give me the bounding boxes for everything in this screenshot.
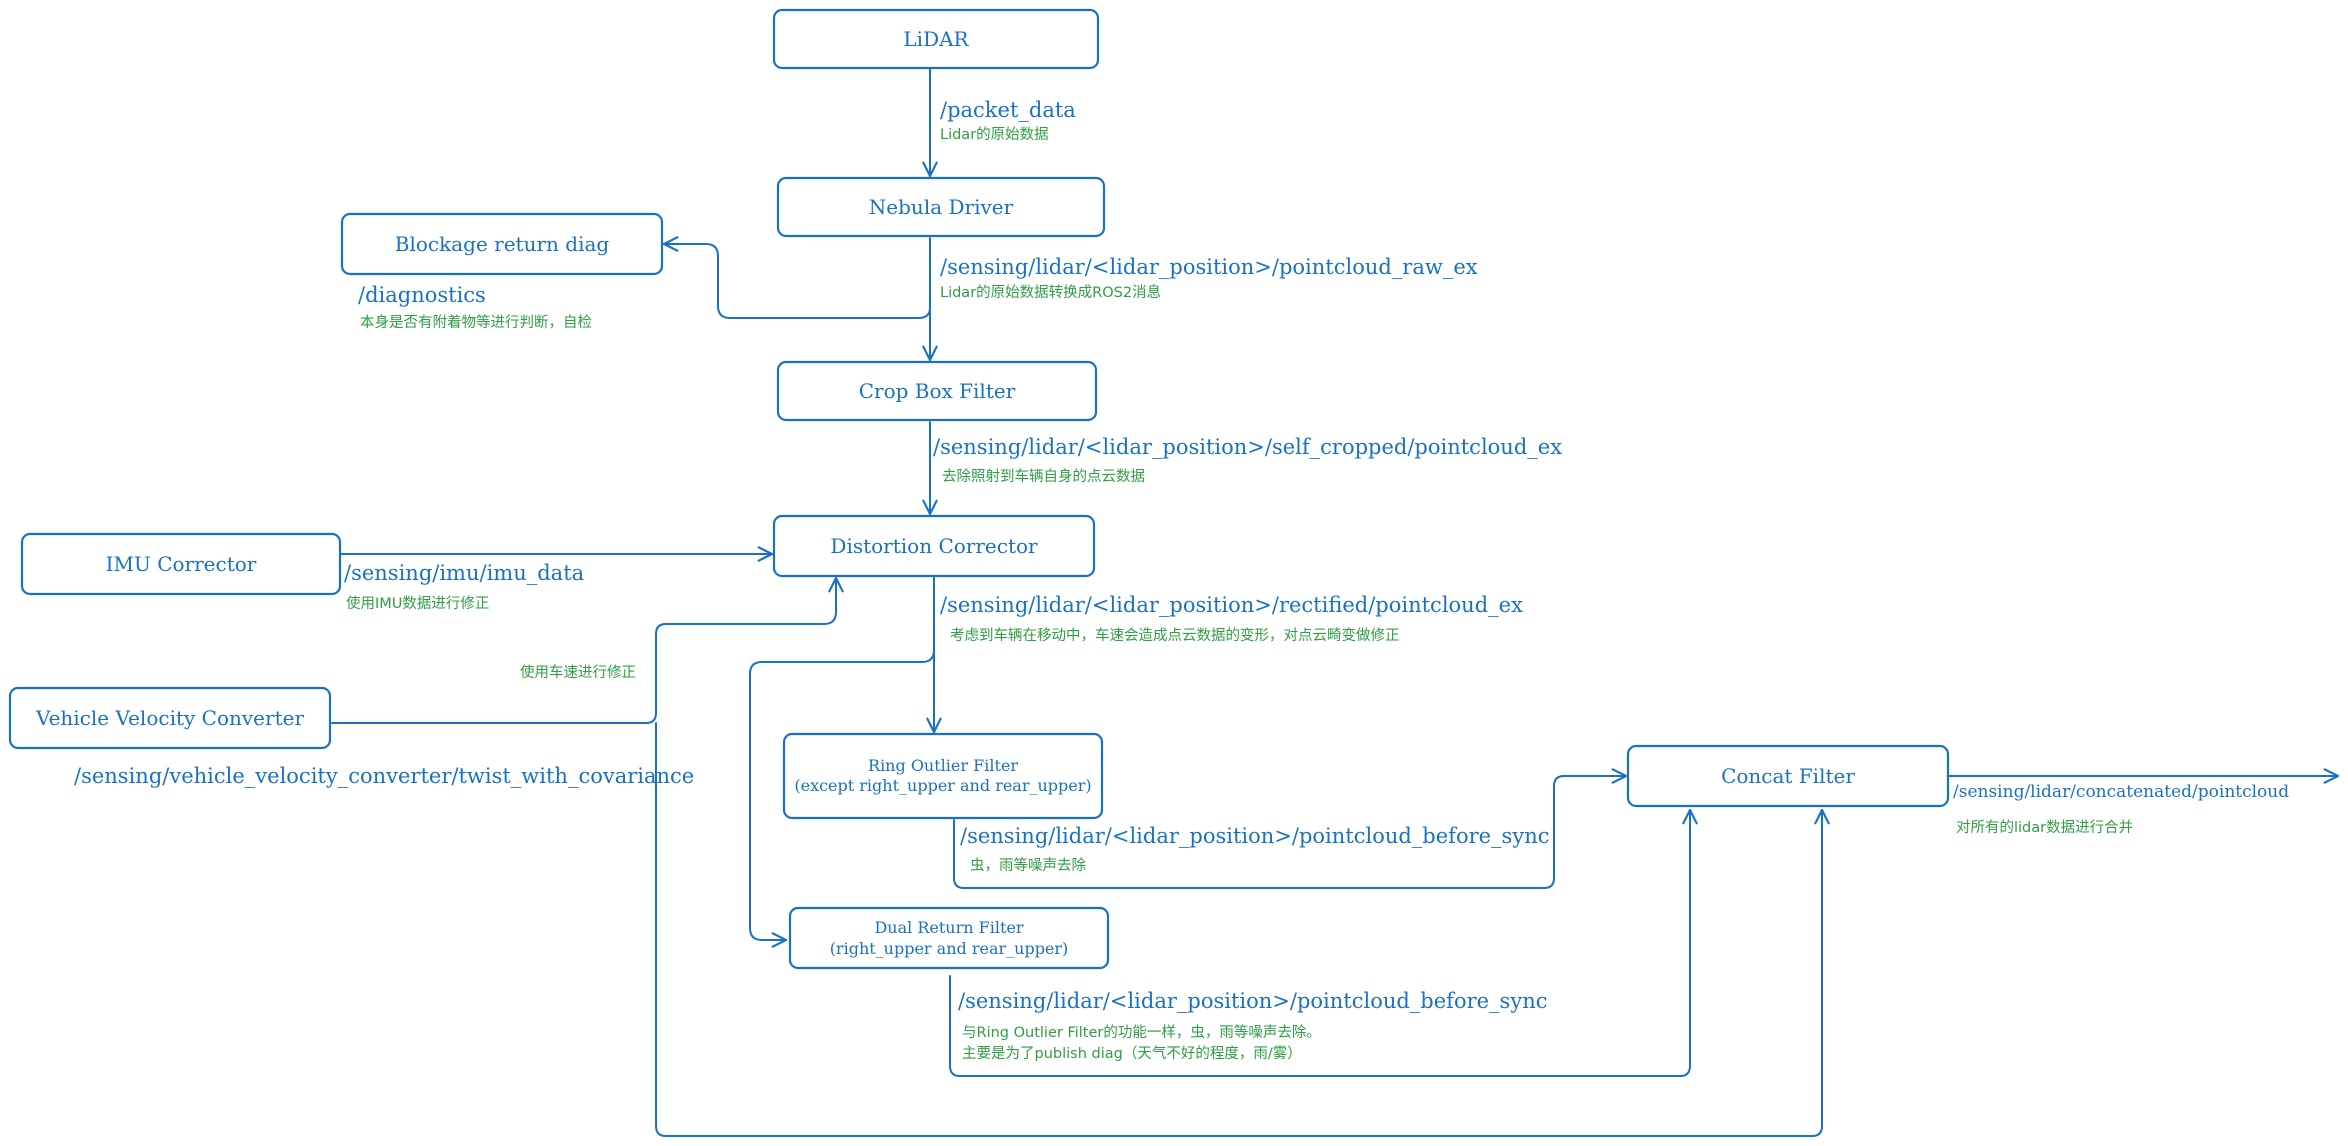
blockage-diag-label: Blockage return diag: [395, 232, 610, 256]
note-self-cropped: 去除照射到车辆自身的点云数据: [942, 468, 1145, 485]
imu-corrector-label: IMU Corrector: [106, 552, 257, 576]
note-pointcloud-raw-ex: Lidar的原始数据转换成ROS2消息: [940, 284, 1161, 301]
topic-concatenated: /sensing/lidar/concatenated/pointcloud: [1953, 782, 2289, 802]
distortion-corrector-label: Distortion Corrector: [830, 534, 1038, 558]
topic-self-cropped: /sensing/lidar/<lidar_position>/self_cro…: [933, 435, 1562, 459]
nebula-driver-label: Nebula Driver: [869, 195, 1014, 219]
edge-labels: /packet_data Lidar的原始数据 /sensing/lidar/<…: [74, 98, 2289, 1062]
dual-return-filter-node[interactable]: Dual Return Filter (right_upper and rear…: [788, 906, 1110, 970]
ring-outlier-filter-node[interactable]: Ring Outlier Filter (except right_upper …: [782, 732, 1104, 820]
concat-filter-label: Concat Filter: [1721, 764, 1855, 788]
blockage-diag-node[interactable]: Blockage return diag: [340, 212, 664, 276]
vehicle-velocity-converter-label: Vehicle Velocity Converter: [35, 706, 304, 730]
edge-velocity-to-distortion: [331, 576, 844, 724]
topic-diagnostics: /diagnostics: [358, 283, 486, 307]
note-before-sync-ring: 虫，雨等噪声去除: [970, 856, 1086, 874]
concat-filter-node[interactable]: Concat Filter: [1626, 744, 1950, 808]
distortion-corrector-node[interactable]: Distortion Corrector: [772, 514, 1096, 578]
note-diagnostics: 本身是否有附着物等进行判断，自检: [360, 313, 592, 331]
note-twist: 使用车速进行修正: [520, 664, 636, 681]
note-rectified: 考虑到车辆在移动中，车速会造成点云数据的变形，对点云畸变做修正: [950, 627, 1400, 644]
note-packet-data: Lidar的原始数据: [940, 126, 1049, 143]
dual-return-filter-label-1: Dual Return Filter: [874, 918, 1023, 937]
topic-pointcloud-raw-ex: /sensing/lidar/<lidar_position>/pointclo…: [940, 255, 1478, 279]
lidar-node[interactable]: LiDAR: [772, 8, 1100, 70]
topic-before-sync-dual: /sensing/lidar/<lidar_position>/pointclo…: [958, 989, 1548, 1013]
nebula-driver-node[interactable]: Nebula Driver: [776, 176, 1106, 238]
lidar-label: LiDAR: [903, 27, 969, 51]
vehicle-velocity-converter-node[interactable]: Vehicle Velocity Converter: [8, 686, 332, 750]
note-before-sync-dual-2: 主要是为了publish diag（天气不好的程度，雨/雾）: [962, 1045, 1302, 1062]
note-imu-data: 使用IMU数据进行修正: [346, 595, 489, 612]
ring-outlier-filter-label-2: (except right_upper and rear_upper): [794, 776, 1091, 795]
edge-distortion-to-dual: [749, 649, 935, 948]
dual-return-filter-label-2: (right_upper and rear_upper): [830, 939, 1069, 958]
note-before-sync-dual-1: 与Ring Outlier Filter的功能一样，虫，雨等噪声去除。: [962, 1023, 1321, 1041]
edge-nebula-to-blockage: [662, 236, 931, 319]
topic-rectified: /sensing/lidar/<lidar_position>/rectifie…: [940, 593, 1523, 617]
edge-ring-to-concat: [953, 768, 1628, 889]
topic-twist: /sensing/vehicle_velocity_converter/twis…: [74, 764, 694, 788]
edges: [331, 67, 2340, 1137]
edge-velocity-to-concat: [655, 722, 1830, 1137]
topic-packet-data: /packet_data: [940, 98, 1076, 122]
note-concatenated: 对所有的lidar数据进行合并: [1956, 819, 2133, 836]
ring-outlier-filter-label-1: Ring Outlier Filter: [868, 756, 1018, 775]
topic-imu-data: /sensing/imu/imu_data: [344, 561, 584, 585]
topic-before-sync-ring: /sensing/lidar/<lidar_position>/pointclo…: [960, 824, 1550, 848]
crop-box-filter-node[interactable]: Crop Box Filter: [776, 360, 1098, 422]
crop-box-filter-label: Crop Box Filter: [859, 379, 1016, 403]
edge-dual-to-concat: [949, 808, 1698, 1077]
imu-corrector-node[interactable]: IMU Corrector: [20, 532, 342, 596]
